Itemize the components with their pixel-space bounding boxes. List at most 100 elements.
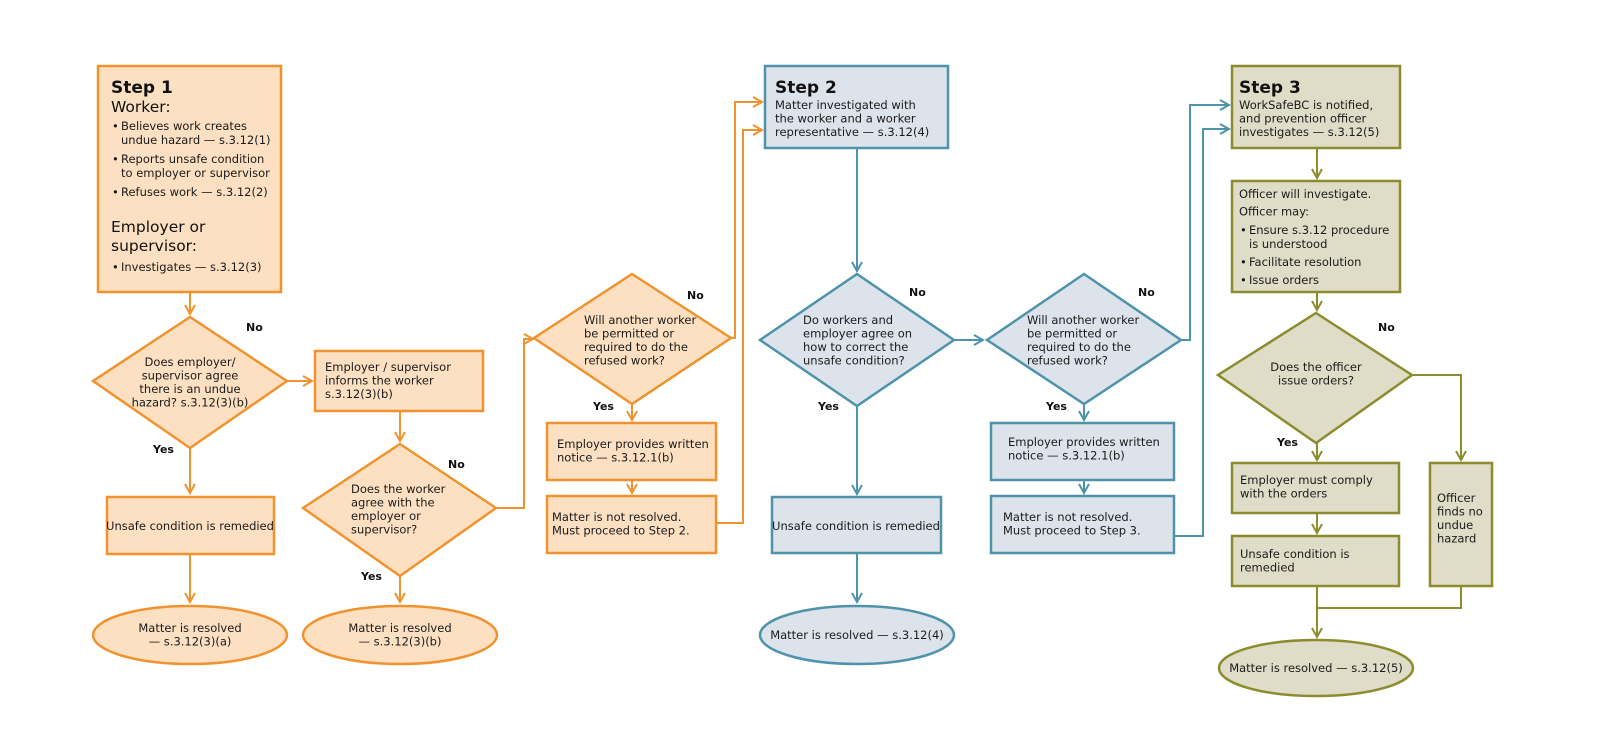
arrow-notresolved-to-step2 xyxy=(717,130,762,524)
process-line: undue xyxy=(1437,518,1473,532)
step3-resolved: Matter is resolved — s.3.12(5) xyxy=(1217,638,1415,698)
decision-line: Does employer/ xyxy=(145,355,236,369)
decision-line: agree with the xyxy=(351,496,435,510)
step3-box: Step 3 WorkSafeBC is notified,and preven… xyxy=(1230,64,1402,150)
decision-line: Does the worker xyxy=(351,482,446,496)
process-line: Employer provides written xyxy=(1008,435,1160,449)
bullet-icon: • xyxy=(112,119,119,133)
process-line: Matter investigated with xyxy=(775,98,916,112)
step2-remedied-text: Unsafe condition is remedied xyxy=(772,519,940,533)
process-line: finds no xyxy=(1437,505,1483,519)
step2-remedied-box: Unsafe condition is remedied xyxy=(770,495,943,555)
terminal-line: — s.3.12(3)(b) xyxy=(359,635,442,649)
decision-line: supervisor agree xyxy=(142,369,239,383)
process-line: Officer xyxy=(1437,491,1476,505)
step1-remedied-text: Unsafe condition is remedied xyxy=(106,519,274,533)
branch-labels: No Yes No Yes No Yes No Yes No Yes No Ye… xyxy=(152,286,1395,583)
process-line: with the orders xyxy=(1240,487,1327,501)
list-item-text: Facilitate resolution xyxy=(1249,255,1361,269)
list-item-text: Reports unsafe condition xyxy=(121,152,264,166)
arrow-decision3-no xyxy=(731,102,762,339)
process-line: informs the worker xyxy=(325,374,434,388)
list-item-text: to employer or supervisor xyxy=(121,166,270,180)
decision-line: be permitted or xyxy=(1027,327,1117,341)
step1-resolved-a-text: Matter is resolved— s.3.12(3)(a) xyxy=(138,621,241,649)
arrow-decision2-no xyxy=(496,339,533,509)
terminal-line: — s.3.12(3)(a) xyxy=(149,635,232,649)
process-line: the worker and a worker xyxy=(775,112,916,126)
line-join-to-resolved xyxy=(1316,586,1462,609)
heading-line: supervisor: xyxy=(111,237,197,255)
process-line: Unsafe condition is xyxy=(1240,547,1350,561)
process-line: Matter is not resolved. xyxy=(1003,510,1132,524)
process-line: remedied xyxy=(1240,561,1295,575)
step1-resolved-b-text: Matter is resolved— s.3.12(3)(b) xyxy=(348,621,451,649)
decision-line: employer or xyxy=(351,509,421,523)
list-item-text: Issue orders xyxy=(1249,273,1319,287)
heading-line: Employer or xyxy=(111,218,206,236)
step2-not-resolved-box: Matter is not resolved.Must proceed to S… xyxy=(989,494,1176,555)
decision-line: refused work? xyxy=(1027,354,1108,368)
list-item-text: is understood xyxy=(1249,237,1327,251)
step3-text: WorkSafeBC is notified,and prevention of… xyxy=(1239,98,1379,139)
bullet-icon: • xyxy=(112,152,119,166)
label-yes: Yes xyxy=(1045,400,1067,413)
arrow-step2-decision2-no xyxy=(1181,105,1229,341)
label-yes: Yes xyxy=(592,400,614,413)
decision-line: Will another worker xyxy=(584,313,696,327)
step1-box: Step 1 Worker: •Believes work createsund… xyxy=(96,64,283,294)
label-no: No xyxy=(1138,286,1155,299)
label-no: No xyxy=(448,458,465,471)
process-line: investigates — s.3.12(5) xyxy=(1239,125,1379,139)
decision-line: Does the officer xyxy=(1270,360,1362,374)
process-line: notice — s.3.12.1(b) xyxy=(1008,449,1125,463)
bullet-icon: • xyxy=(1240,255,1247,269)
step2-title: Step 2 xyxy=(775,78,837,98)
bullet-icon: • xyxy=(112,185,119,199)
label-no: No xyxy=(246,321,263,334)
step1-resolved-b: Matter is resolved— s.3.12(3)(b) xyxy=(301,604,499,666)
label-yes: Yes xyxy=(152,443,174,456)
list-item-text: Believes work creates xyxy=(121,119,247,133)
list-item-text: Investigates — s.3.12(3) xyxy=(121,260,262,274)
process-line: hazard xyxy=(1437,532,1476,546)
process-line: Must proceed to Step 2. xyxy=(552,524,690,538)
step1-worker-heading: Worker: xyxy=(111,98,171,116)
terminal-line: Matter is resolved xyxy=(138,621,241,635)
decision-line: supervisor? xyxy=(351,523,417,537)
decision-line: Will another worker xyxy=(1027,313,1139,327)
step3-officer-heading: Officer will investigate.Officer may: xyxy=(1239,187,1371,219)
process-line: notice — s.3.12.1(b) xyxy=(557,451,674,465)
arrow-step3-decision-no xyxy=(1412,374,1461,460)
process-line: s.3.12(3)(b) xyxy=(325,387,393,401)
list-item-text: undue hazard — s.3.12(1) xyxy=(121,133,271,147)
step3-officer-box: Officer will investigate.Officer may: •E… xyxy=(1230,179,1402,294)
process-line: Employer must comply xyxy=(1240,473,1373,487)
decision-line: employer agree on xyxy=(803,327,912,341)
process-line: WorkSafeBC is notified, xyxy=(1239,98,1373,112)
decision-line: be permitted or xyxy=(584,327,674,341)
decision-line: required to do the xyxy=(1027,340,1131,354)
decision-line: Do workers and xyxy=(803,313,893,327)
bullet-icon: • xyxy=(112,260,119,274)
heading-line: Officer may: xyxy=(1239,205,1309,219)
